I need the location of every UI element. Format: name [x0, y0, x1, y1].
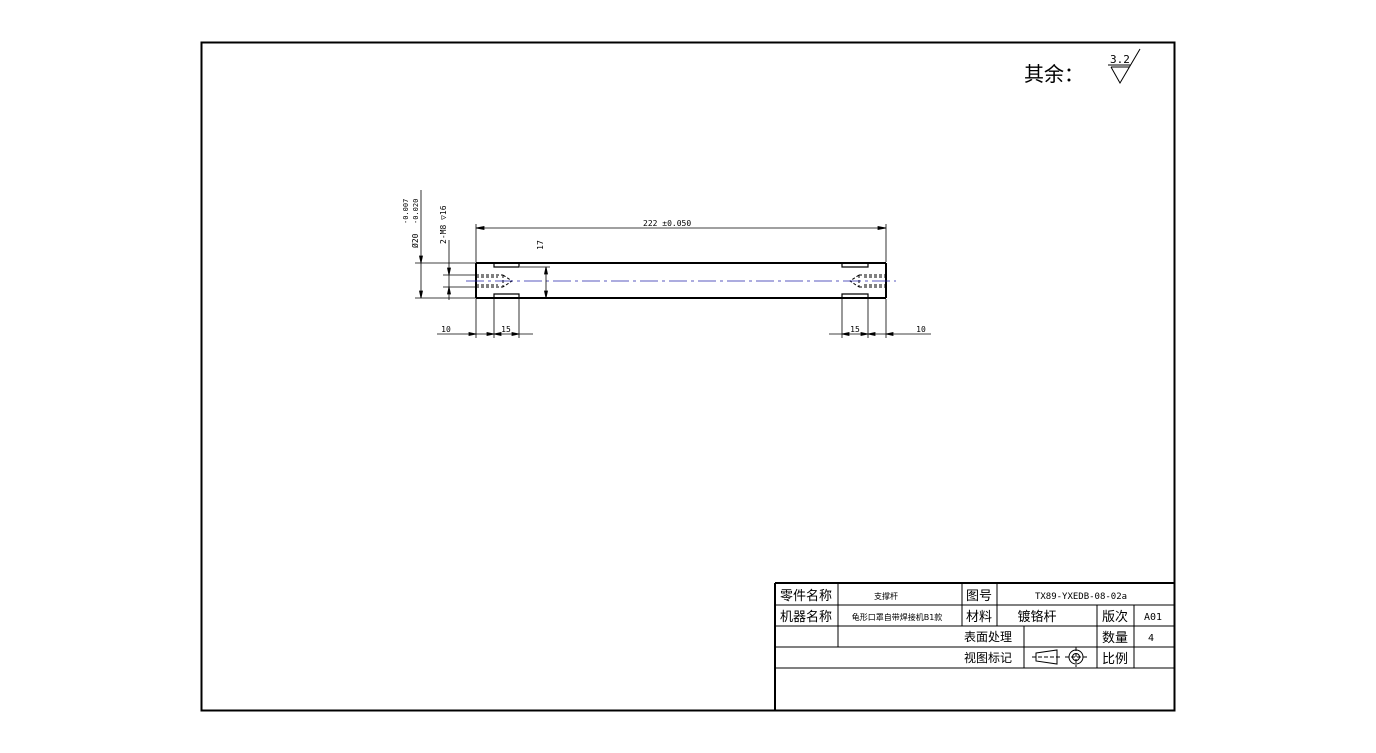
part-name-label: 零件名称: [780, 588, 832, 604]
surface-label: 表面处理: [964, 630, 1012, 644]
dim-thread: [443, 240, 476, 300]
dim-left-end-text: 10: [441, 325, 451, 334]
material-value: 镀铬杆: [1017, 609, 1056, 625]
drawing-no-value: TX89-YXEDB-08-02a: [1035, 592, 1127, 602]
roughness-symbol-icon: [1108, 48, 1141, 85]
dim-overall-length-text: 222 ±0.050: [643, 219, 691, 228]
projection-symbol-icon: [1032, 647, 1087, 667]
dim-diameter-text: Ø20: [410, 233, 420, 248]
shaft-outline: [475, 262, 887, 299]
machine-name-label: 机器名称: [780, 609, 832, 625]
material-label: 材料: [966, 610, 992, 625]
dim-right-groove-text: 15: [850, 325, 860, 334]
dim-groove-depth-text: 17: [536, 240, 545, 250]
groove-left: [493, 263, 520, 298]
title-block: 零件名称 支撑杆 图号 TX89-YXEDB-08-02a 机器名称 龟形口罩自…: [774, 582, 1174, 710]
dim-right-end-text: 10: [916, 325, 926, 334]
drawing-no-label: 图号: [966, 589, 992, 604]
dim-bottom-right: [829, 299, 931, 338]
revision-label: 版次: [1102, 609, 1128, 625]
dim-left-groove-text: 15: [501, 325, 511, 334]
dim-overall-length: [475, 224, 887, 262]
roughness-label: 其余：: [1024, 62, 1084, 86]
scale-label: 比例: [1102, 652, 1128, 667]
groove-right: [841, 263, 869, 298]
roughness-value: 3.2: [1110, 53, 1130, 66]
machine-name-value: 龟形口罩自带焊接机B1款: [852, 612, 943, 622]
roughness-note: 其余： 3.2: [1024, 48, 1141, 86]
revision-value: A01: [1144, 612, 1162, 623]
part-drawing: [415, 190, 931, 338]
dim-bottom-left: [437, 299, 533, 338]
drawing-frame: [200, 41, 1176, 712]
quantity-value: 4: [1148, 633, 1154, 644]
dim-diameter-tol-lower: -0.020: [412, 199, 420, 224]
quantity-label: 数量: [1102, 631, 1128, 646]
part-name-value: 支撑杆: [874, 591, 898, 601]
dim-diameter-tol-upper: -0.007: [402, 199, 410, 224]
dim-groove-depth: [520, 266, 550, 299]
dim-thread-text: 2-M8 ▽16: [439, 205, 448, 244]
view-label: 视图标记: [964, 650, 1012, 665]
dim-diameter: [415, 190, 476, 299]
